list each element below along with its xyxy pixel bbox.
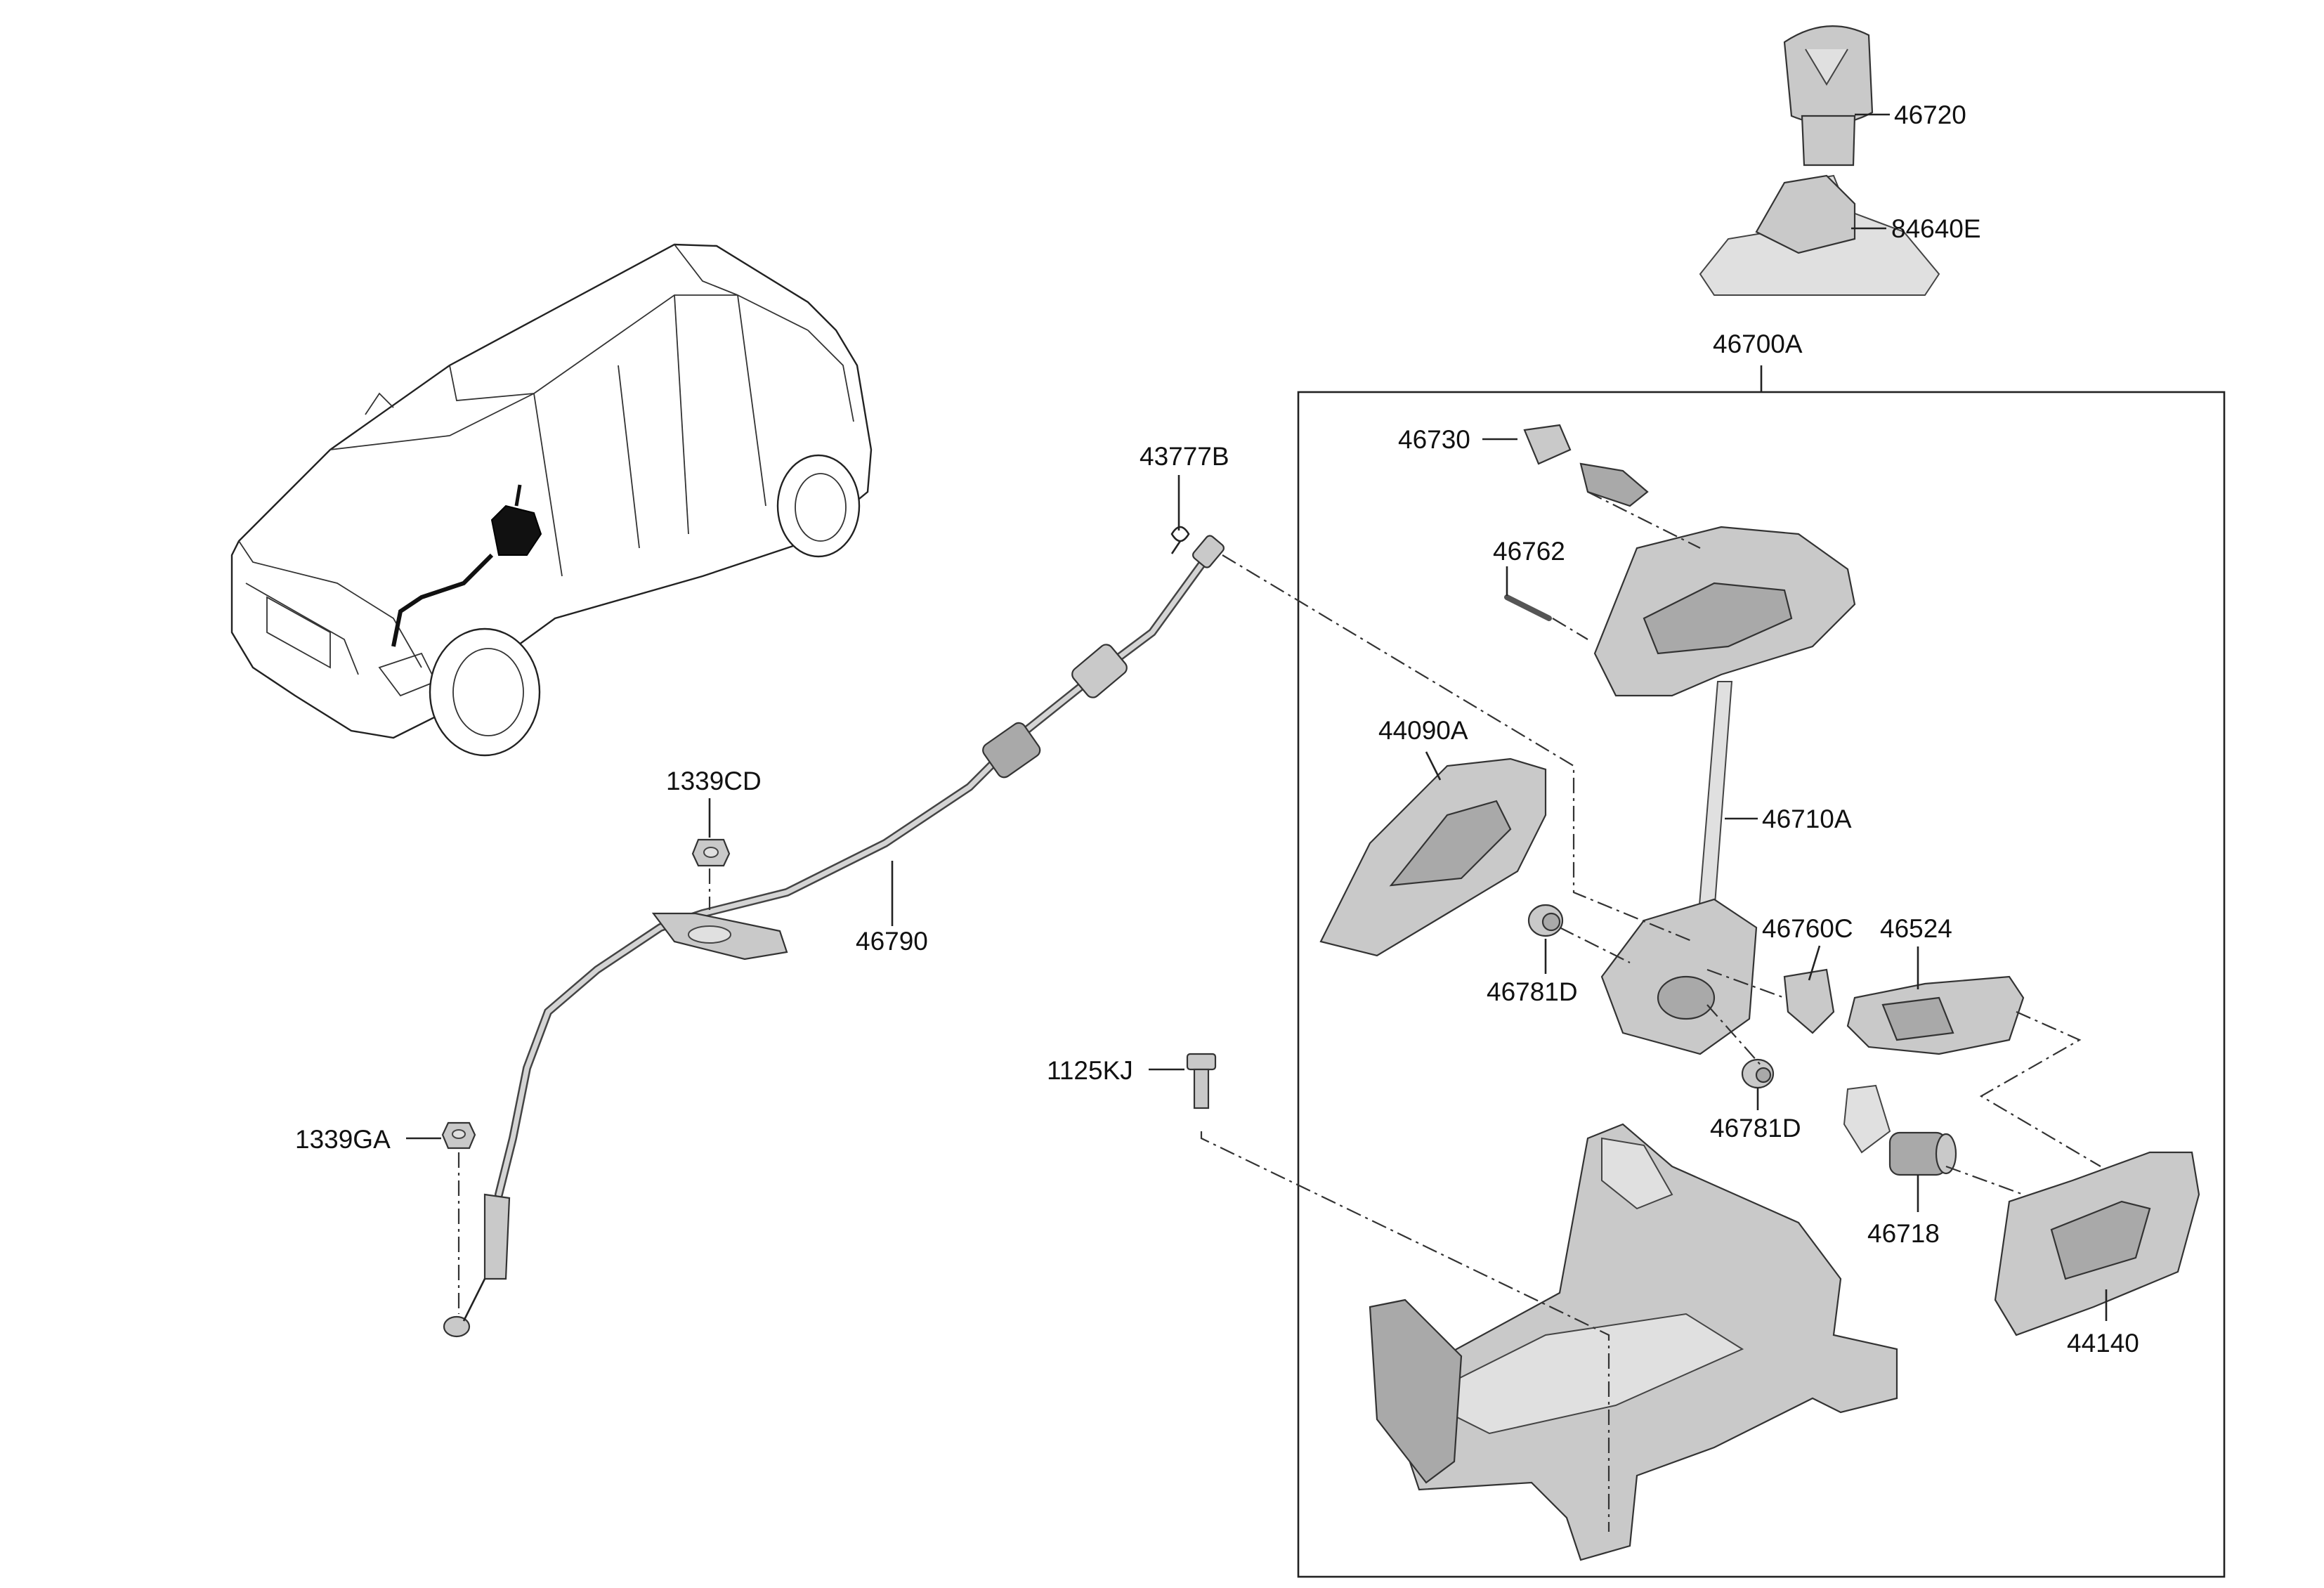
bolt-1125kj — [1186, 1053, 1217, 1109]
label-46524: 46524 — [1880, 914, 1952, 943]
label-44090a: 44090A — [1378, 716, 1468, 745]
vehicle-illustration — [230, 243, 873, 757]
leader-lines — [406, 113, 2108, 1321]
clip-piece — [1843, 1084, 1891, 1154]
shift-lever-46710a — [1600, 681, 1758, 1055]
label-1125kj: 1125KJ — [1047, 1056, 1133, 1085]
label-46781d-b: 46781D — [1710, 1114, 1801, 1143]
assembly-frame-46700a — [1297, 365, 2226, 1578]
solenoid-46524 — [1846, 975, 2025, 1055]
bushing-46781d-a — [1527, 904, 1564, 937]
label-1339cd: 1339CD — [666, 767, 762, 795]
pin-46762 — [1504, 594, 1552, 621]
upper-housing — [1593, 526, 1856, 697]
shift-boot-84640e — [1699, 174, 1940, 296]
cover-44140 — [1994, 1151, 2200, 1336]
label-46730: 46730 — [1398, 425, 1470, 454]
label-46710a: 46710A — [1762, 805, 1852, 833]
shift-cable-assembly — [443, 535, 1225, 1338]
label-84640e: 84640E — [1891, 214, 1981, 243]
label-46700a: 46700A — [1713, 330, 1803, 358]
indicator-46730 — [1523, 424, 1649, 507]
label-46762: 46762 — [1493, 537, 1565, 566]
nut-1339cd — [691, 838, 731, 867]
label-46790: 46790 — [856, 927, 928, 956]
callout-labels: 46720 84640E 46700A 46730 46762 43777B 4… — [295, 100, 2139, 1358]
label-46720: 46720 — [1894, 100, 1966, 129]
label-46781d-a: 46781D — [1487, 977, 1578, 1006]
cover-44090a — [1319, 757, 1547, 957]
base-bracket — [1369, 1123, 1898, 1561]
shift-knob-46720 — [1783, 25, 1874, 167]
label-1339ga: 1339GA — [295, 1125, 391, 1154]
assembly-guide-lines — [457, 491, 2101, 1532]
nut-1339ga — [441, 1121, 476, 1150]
sensor-46760c — [1783, 968, 1835, 1034]
label-46718: 46718 — [1867, 1219, 1940, 1248]
label-43777b: 43777B — [1140, 442, 1229, 471]
bushing-46781d-b — [1741, 1058, 1775, 1089]
clip-43777b — [1170, 526, 1190, 554]
label-46760c: 46760C — [1762, 914, 1853, 943]
label-44140: 44140 — [2067, 1329, 2139, 1358]
damper-46718 — [1888, 1131, 1957, 1176]
